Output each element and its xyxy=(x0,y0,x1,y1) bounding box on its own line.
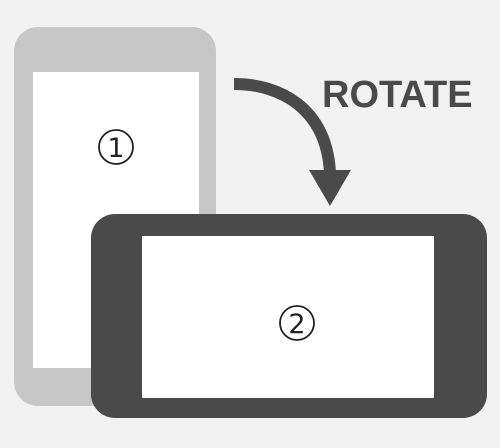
step-2-number: 2 xyxy=(288,309,305,340)
step-1-number: 1 xyxy=(107,133,124,164)
step-1-circle xyxy=(98,129,134,165)
arrow-head xyxy=(309,170,351,206)
phone-landscape-icon: 2 xyxy=(91,214,487,418)
landscape-phone-screen xyxy=(142,236,434,398)
curved-arrow-icon xyxy=(233,78,351,206)
step-2-circle xyxy=(279,305,315,341)
step-2-marker: 2 xyxy=(279,305,315,341)
rotate-label: ROTATE xyxy=(322,74,473,116)
arrow-shaft xyxy=(233,78,336,173)
step-1-marker: 1 xyxy=(98,129,134,165)
